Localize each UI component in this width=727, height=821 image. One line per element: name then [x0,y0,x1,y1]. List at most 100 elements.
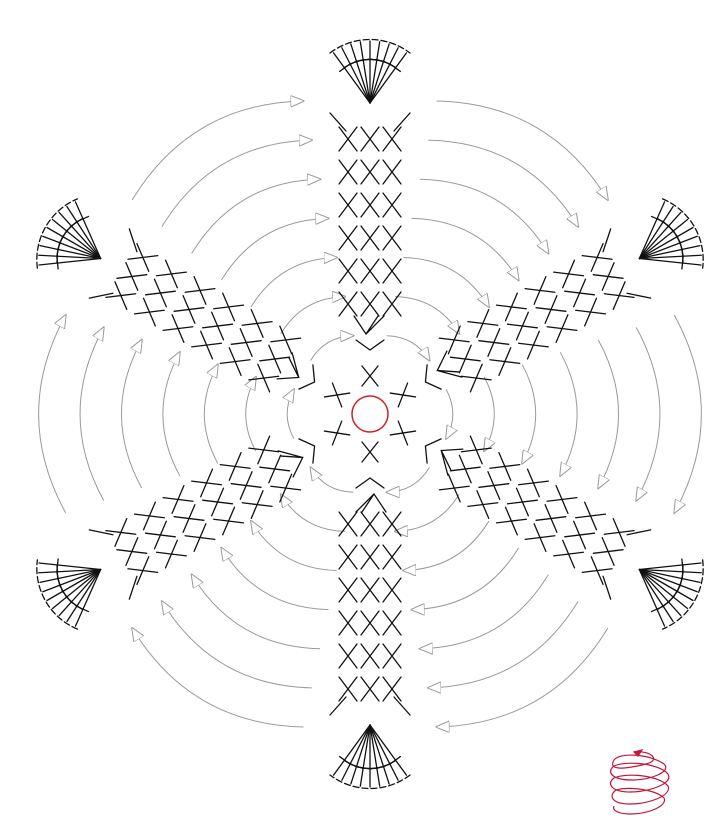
core-stitch-upper-left [324,383,349,407]
stitch-x [497,507,527,535]
stitch-x [260,345,290,373]
chain-arc [356,340,384,350]
stitch-x [508,312,538,340]
stitch-x [220,348,250,376]
round-arrow [192,575,320,649]
stitch-x [497,293,527,321]
arrow-set-3 [132,468,353,727]
arrow-set-2 [297,455,632,776]
stitch-x [174,296,204,324]
corner-stitch [595,576,619,599]
arm-lower-left [26,411,335,636]
round-arrow [395,476,459,550]
arm-bottom [330,478,410,789]
stitch-x [106,519,136,547]
stitch-x [519,469,549,497]
round-arrow [126,352,233,476]
stitch-x [242,491,272,519]
chain-arc [356,478,384,488]
arm-upper-left [26,192,335,417]
stitch-x [565,279,595,307]
stitch-x [576,298,606,326]
increase-stitch [431,351,462,386]
shell-fan [26,192,121,293]
stitch-x [128,557,158,585]
core-stitch-bottom [362,442,378,462]
corner-stitch [330,697,346,715]
stitch-x [339,193,357,217]
round-arrow [479,365,565,464]
round-arrow [29,327,179,500]
stitch-x [383,611,401,635]
stitch-x [519,331,549,359]
round-arrow [78,340,206,488]
stitch-x [554,260,584,288]
stitch-x [383,545,401,569]
core-stitch-lower-right [390,421,415,445]
stitch-x [461,364,491,392]
stitch-x [383,259,401,283]
round-arrow [0,315,151,513]
round-arrows [0,52,727,777]
arrow-set-0 [387,101,608,360]
stitch-x [185,524,215,552]
corner-stitch [627,521,651,544]
stitch-x [450,345,480,373]
increase-stitch [356,494,386,512]
stitch-x [146,279,176,307]
corner-stitch [394,113,410,131]
chain-arc [299,365,322,394]
shell-fan [619,192,714,293]
stitch-x [383,512,401,536]
chain-arc [418,434,441,463]
round-arrow [589,315,727,513]
stitch-x [135,502,165,530]
round-arrow [162,601,312,688]
stitch-x [536,296,566,324]
increase-stitch [354,316,384,334]
round-arrow [221,187,328,311]
stitch-x [339,644,357,668]
stitch-x [361,292,379,316]
stitch-x [231,329,261,357]
round-arrow [561,327,711,500]
stitch-x [339,578,357,602]
stitch-x [468,491,498,519]
shell-fan [330,39,410,103]
stitch-x [479,329,509,357]
round-arrow [192,142,320,290]
stitch-x [185,277,215,305]
arrow-set-4 [0,235,315,556]
stitch-x [339,226,357,250]
round-arrow [281,494,345,531]
stitch-x [604,282,634,310]
arm-top [330,39,410,350]
stitch-x [439,474,469,502]
stitch-x [117,538,147,566]
stitch-x [383,127,401,151]
stitch-x [242,310,272,338]
stitch-x [249,436,279,464]
stitch-x [479,472,509,500]
stitch-x [361,193,379,217]
stitch-x [490,348,520,376]
shell-fan [330,725,410,789]
round-arrow [175,365,261,464]
stitch-x [554,540,584,568]
stitch-x [214,293,244,321]
stitch-x [361,259,379,283]
round-arrow [412,218,519,280]
corner-stitch [595,229,619,252]
stitch-x [128,244,158,272]
stitch-x [157,540,187,568]
stitch-x [271,474,301,502]
stitch-x [339,292,357,316]
stitch-x [383,193,401,217]
stitch-x [220,453,250,481]
shell-fan [26,535,121,636]
round-arrow [273,389,316,438]
magic-ring-spiral-icon [611,750,669,814]
stitch-x [271,326,301,354]
stitch-x [361,677,379,701]
round-arrow [452,377,516,451]
